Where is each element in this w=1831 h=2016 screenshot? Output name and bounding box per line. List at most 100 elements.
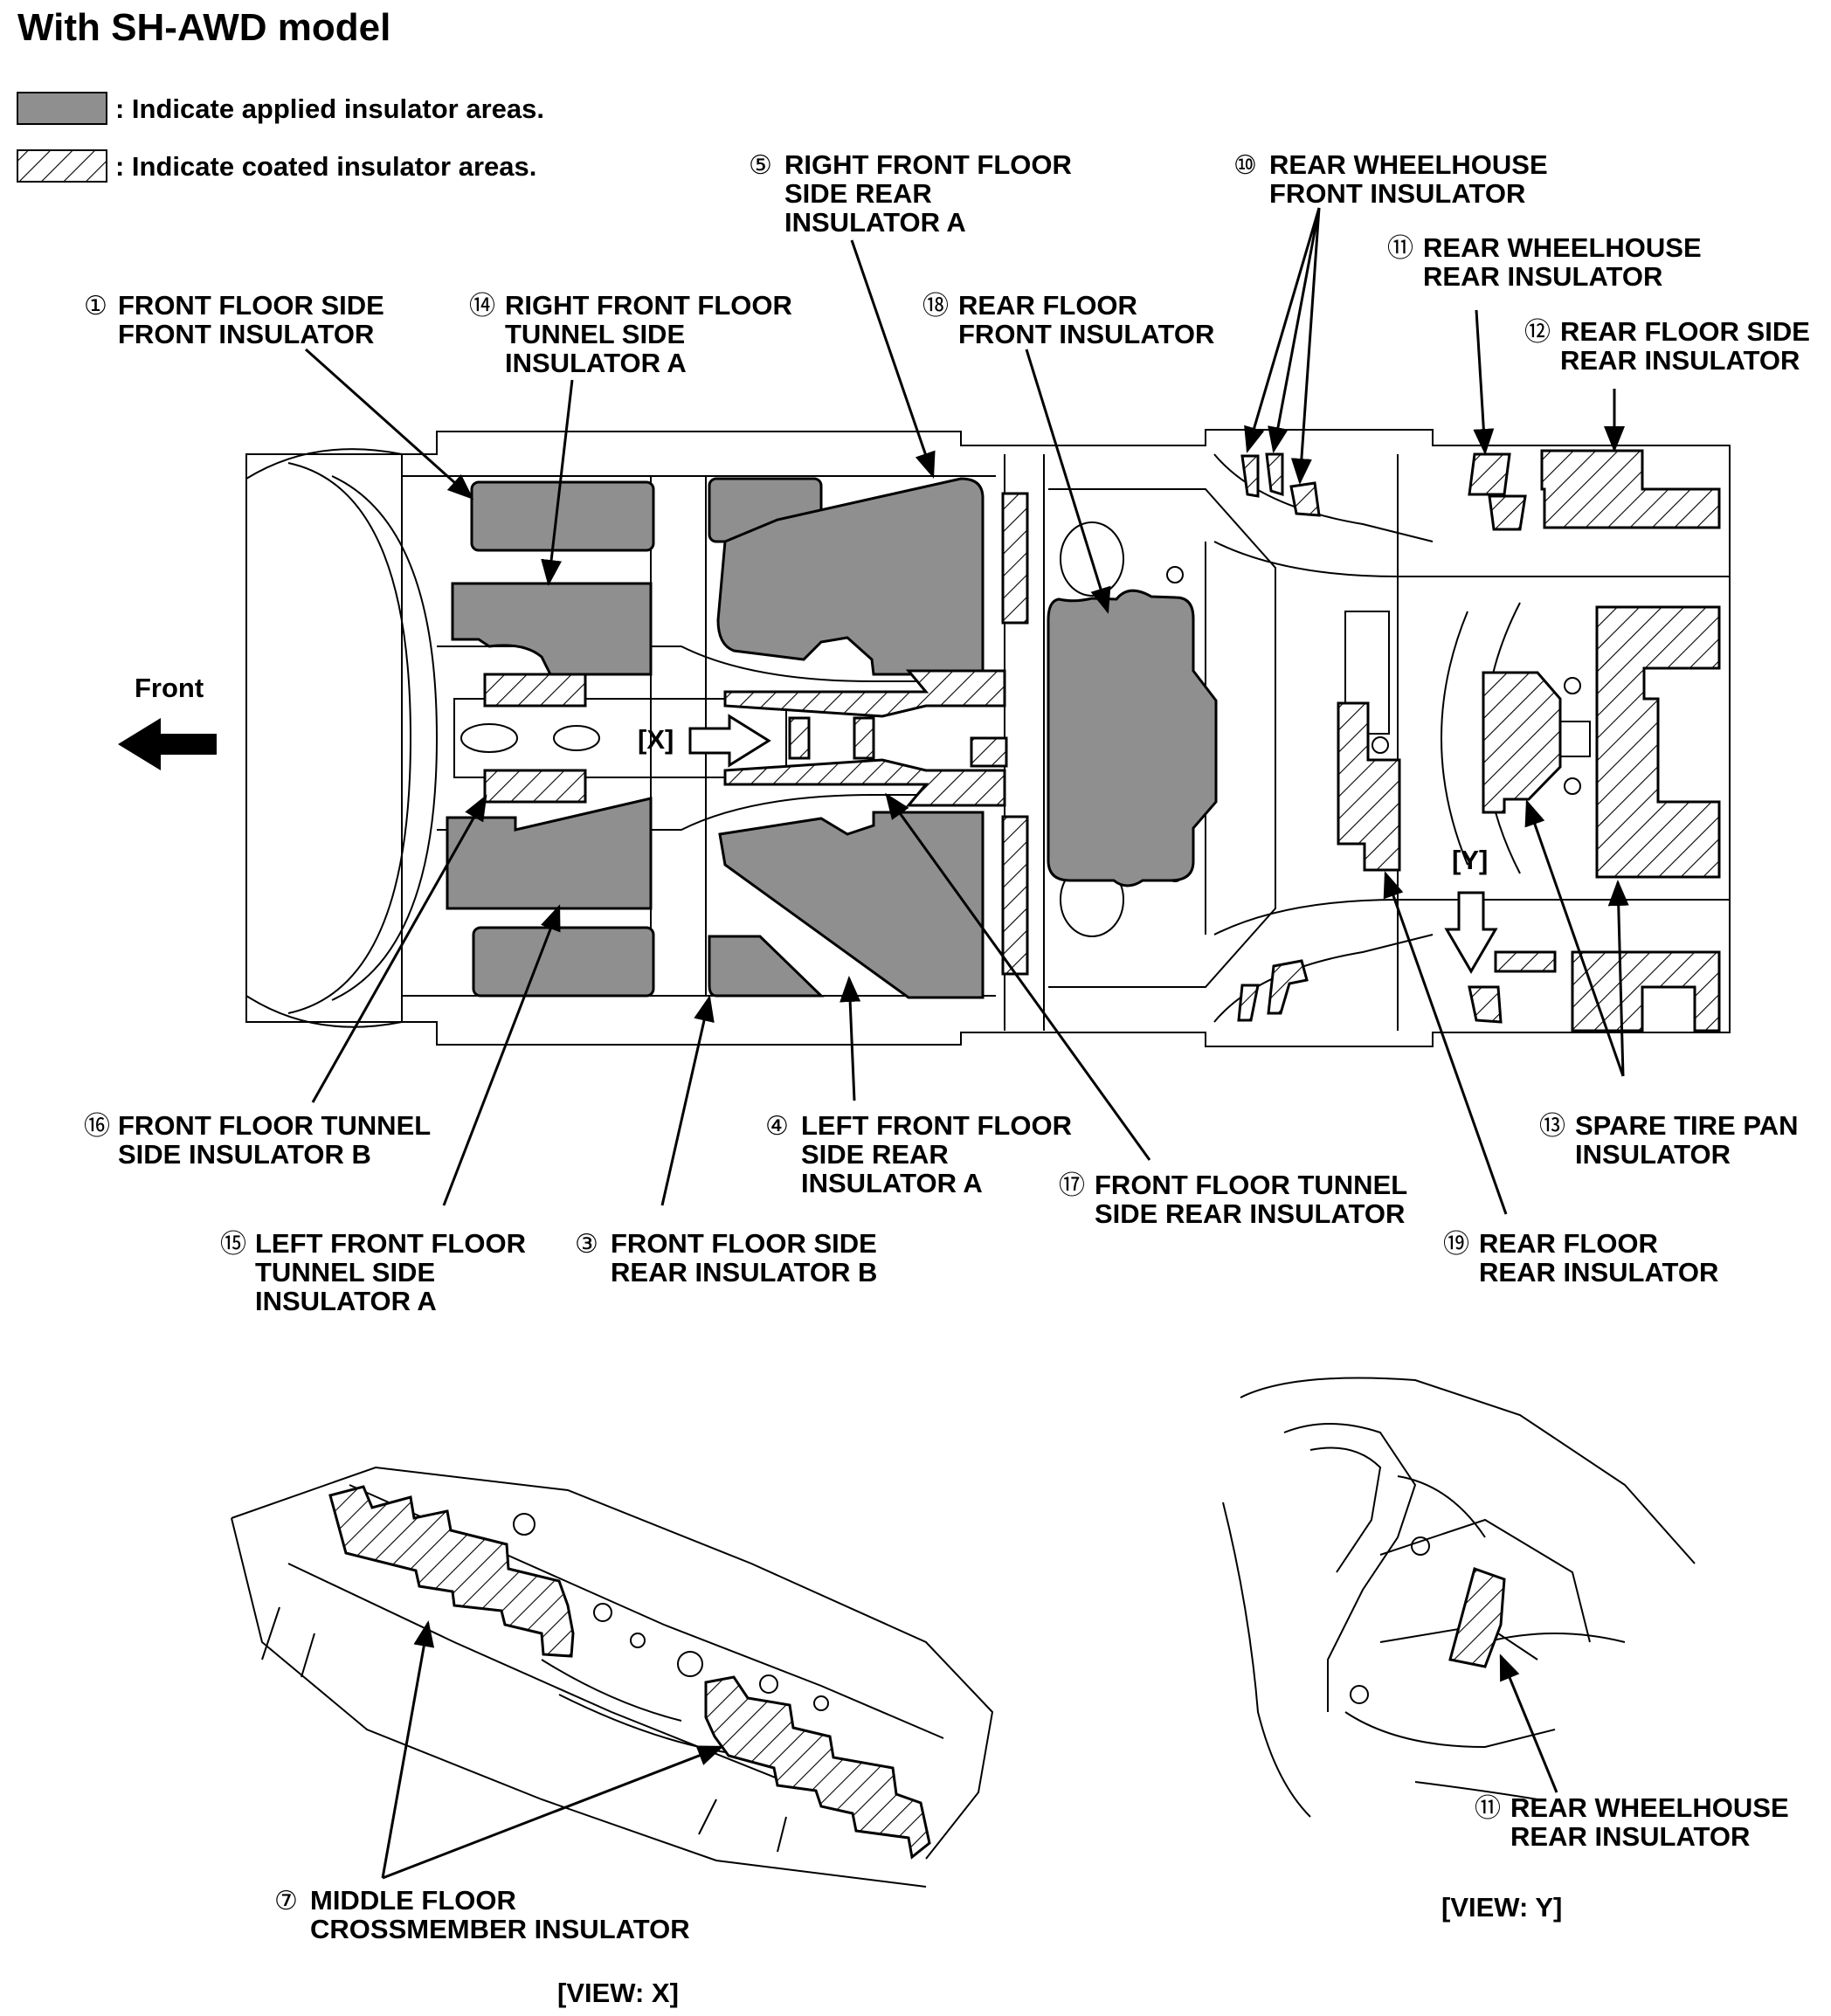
callout-label-line: SIDE REAR <box>784 178 932 209</box>
applied-area <box>470 480 655 552</box>
callout-11-view-y: ⑪ REAR WHEELHOUSE REAR INSULATOR <box>1475 1792 1789 1852</box>
callout-label-line: LEFT FRONT FLOOR <box>255 1228 526 1259</box>
callout-14: ⑭ RIGHT FRONT FLOOR TUNNEL SIDE INSULATO… <box>469 290 792 378</box>
coated-area <box>483 673 587 708</box>
front-label: Front <box>135 673 204 703</box>
callout-number: ⑦ <box>274 1887 298 1916</box>
applied-area <box>1047 589 1218 887</box>
callout-number: ⑬ <box>1539 1112 1565 1141</box>
coated-area <box>853 716 875 760</box>
callout-label-line: REAR INSULATOR <box>1423 261 1662 292</box>
view-y-caption: [VIEW: Y] <box>1441 1892 1562 1923</box>
coated-area <box>723 758 1006 807</box>
applied-area <box>708 935 825 998</box>
callout-number: ⑭ <box>469 292 495 321</box>
callout-label-line: RIGHT FRONT FLOOR <box>505 290 792 321</box>
callout-number: ⑪ <box>1475 1794 1501 1823</box>
leader-lines <box>304 207 1629 1880</box>
coated-area <box>1289 481 1321 517</box>
front-arrow-icon <box>118 718 217 770</box>
view-y-coated <box>1448 1567 1506 1668</box>
view-x-coated <box>328 1485 931 1860</box>
callout-number: ⑰ <box>1059 1171 1085 1200</box>
callout-number: ④ <box>765 1112 789 1141</box>
callout-17: ⑰ FRONT FLOOR TUNNEL SIDE REAR INSULATOR <box>1059 1170 1407 1229</box>
view-x-detail <box>231 1466 994 1888</box>
callout-label-line: RIGHT FRONT FLOOR <box>784 149 1072 180</box>
applied-insulators <box>446 477 1218 999</box>
callout-15: ⑮ LEFT FRONT FLOOR TUNNEL SIDE INSULATOR… <box>220 1228 526 1316</box>
callout-label-line: SIDE INSULATOR B <box>118 1139 371 1170</box>
coated-area <box>1494 950 1557 973</box>
callout-11: ⑪ REAR WHEELHOUSE REAR INSULATOR <box>1387 232 1702 292</box>
coated-area <box>1265 452 1284 497</box>
coated-area <box>483 769 587 804</box>
callout-12: ⑫ REAR FLOOR SIDE REAR INSULATOR <box>1524 316 1810 376</box>
callout-1: ① FRONT FLOOR SIDE FRONT INSULATOR <box>84 290 384 349</box>
view-y-arrow-icon <box>1444 891 1498 974</box>
callout-label-line: REAR INSULATOR <box>1560 345 1800 376</box>
callout-label-line: SPARE TIRE PAN <box>1575 1110 1799 1141</box>
callout-18: ⑱ REAR FLOOR FRONT INSULATOR <box>922 290 1214 349</box>
coated-area <box>1001 815 1029 976</box>
applied-area <box>716 477 985 676</box>
callout-label-line: FRONT INSULATOR <box>118 319 374 349</box>
coated-area <box>1237 984 1260 1022</box>
coated-area <box>1001 492 1029 625</box>
view-x-arrow-icon <box>688 714 771 768</box>
coated-area <box>1468 985 1503 1024</box>
callout-label-line: FRONT INSULATOR <box>958 319 1214 349</box>
applied-area <box>472 926 655 998</box>
callout-label-line: FRONT FLOOR SIDE <box>611 1228 877 1259</box>
callout-label-line: SIDE REAR <box>801 1139 949 1170</box>
callout-label-line: FRONT FLOOR TUNNEL <box>1095 1170 1407 1200</box>
coated-area <box>788 716 811 760</box>
callout-label-line: TUNNEL SIDE <box>255 1257 435 1288</box>
page-title: With SH-AWD model <box>17 6 390 49</box>
legend-coated-swatch <box>17 149 107 183</box>
callout-5: ⑤ RIGHT FRONT FLOOR SIDE REAR INSULATOR … <box>749 149 1072 238</box>
callout-16: ⑯ FRONT FLOOR TUNNEL SIDE INSULATOR B <box>84 1110 431 1170</box>
callout-10: ⑩ REAR WHEELHOUSE FRONT INSULATOR <box>1233 149 1548 209</box>
callout-7: ⑦ MIDDLE FLOOR CROSSMEMBER INSULATOR <box>274 1885 690 1944</box>
callout-13: ⑬ SPARE TIRE PAN INSULATOR <box>1539 1110 1799 1170</box>
callout-label-line: MIDDLE FLOOR <box>310 1885 516 1916</box>
coated-area <box>1540 449 1721 529</box>
callout-label-line: INSULATOR A <box>505 348 687 378</box>
callout-label-line: REAR INSULATOR <box>1479 1257 1718 1288</box>
callout-label-line: INSULATOR <box>1575 1139 1731 1170</box>
callout-3: ③ FRONT FLOOR SIDE REAR INSULATOR B <box>575 1228 877 1288</box>
callout-label-line: REAR FLOOR SIDE <box>1560 316 1810 347</box>
callout-label-line: REAR WHEELHOUSE <box>1269 149 1548 180</box>
callout-label-line: INSULATOR A <box>255 1286 437 1316</box>
applied-area <box>451 582 653 676</box>
callout-number: ⑱ <box>922 292 949 321</box>
callout-label-line: INSULATOR A <box>784 207 966 238</box>
coated-area <box>1482 671 1562 814</box>
coated-area <box>1337 701 1401 872</box>
coated-area <box>1468 452 1511 496</box>
callout-label-line: FRONT FLOOR TUNNEL <box>118 1110 431 1141</box>
callout-4: ④ LEFT FRONT FLOOR SIDE REAR INSULATOR A <box>765 1110 1072 1198</box>
view-y-detail <box>1222 1377 1696 1818</box>
callout-label-line: FRONT INSULATOR <box>1269 178 1525 209</box>
callout-label-line: LEFT FRONT FLOOR <box>801 1110 1072 1141</box>
callout-label-line: INSULATOR A <box>801 1168 983 1198</box>
view-x-caption: [VIEW: X] <box>557 1978 679 2008</box>
callout-19: ⑲ REAR FLOOR REAR INSULATOR <box>1443 1228 1718 1288</box>
coated-area <box>723 669 1006 718</box>
callout-number: ⑯ <box>84 1112 110 1141</box>
callout-label-line: REAR FLOOR <box>958 290 1137 321</box>
callout-label-line: SIDE REAR INSULATOR <box>1095 1198 1405 1229</box>
coated-area <box>970 736 1008 768</box>
applied-area <box>446 797 653 910</box>
coated-insulators <box>483 449 1721 1032</box>
callout-label-line: REAR FLOOR <box>1479 1228 1658 1259</box>
legend-applied-label: : Indicate applied insulator areas. <box>115 93 544 124</box>
callout-number: ⑩ <box>1233 151 1257 180</box>
callout-label-line: FRONT FLOOR SIDE <box>118 290 384 321</box>
coated-area <box>1240 454 1260 498</box>
callout-label-line: REAR INSULATOR B <box>611 1257 877 1288</box>
coated-area <box>1488 494 1527 531</box>
